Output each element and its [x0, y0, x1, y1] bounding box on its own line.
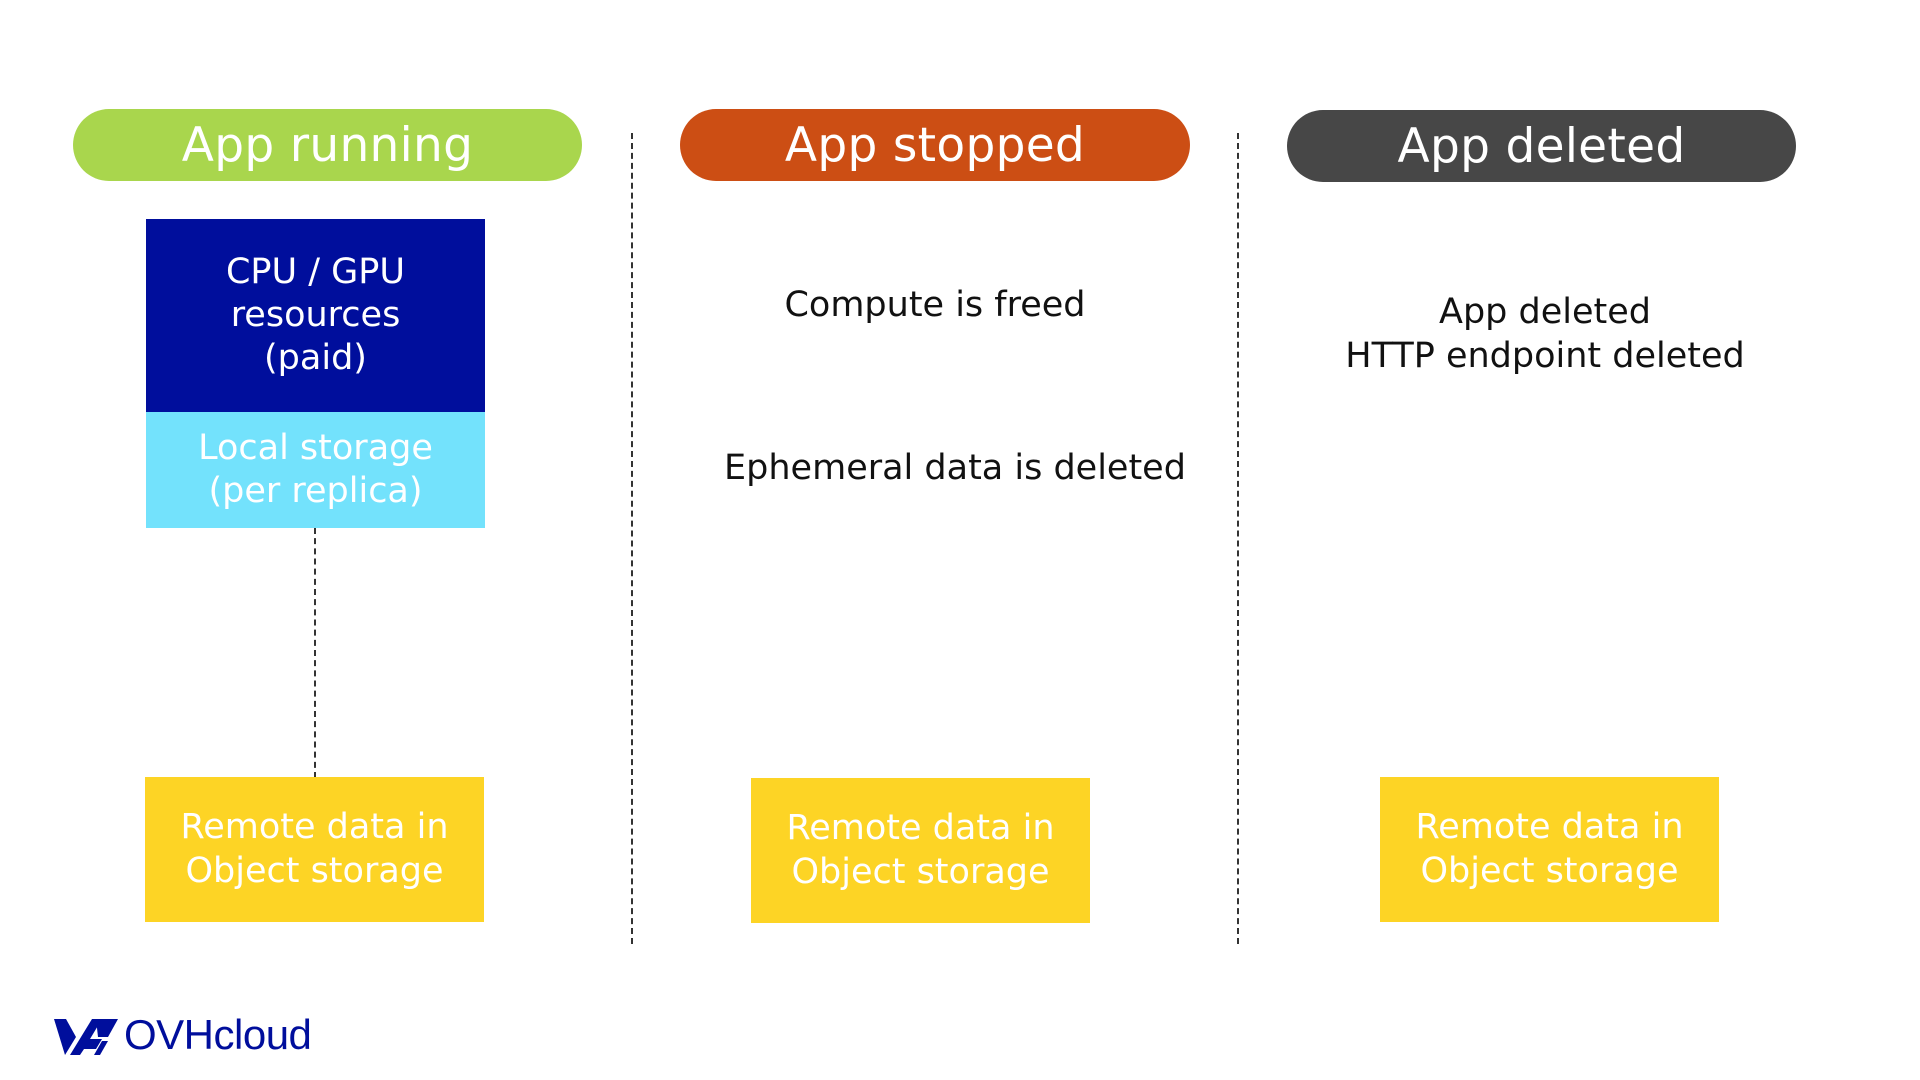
ovhcloud-logo: OVHcloud	[52, 1011, 312, 1058]
block-text-line: Remote data in	[1415, 807, 1684, 848]
remote-object-storage-block: Remote data in Object storage	[1380, 777, 1719, 922]
block-text-line: Remote data in	[786, 808, 1055, 849]
block-text-line: Object storage	[185, 850, 444, 891]
block-text-line: Object storage	[1420, 850, 1679, 891]
ephemeral-data-note: Ephemeral data is deleted	[700, 447, 1210, 491]
note-text-line: Ephemeral data is deleted	[724, 448, 1186, 488]
column-divider	[1237, 133, 1239, 944]
cpu-gpu-resources-block: CPU / GPU resources (paid)	[146, 219, 485, 412]
block-text-line: (paid)	[264, 338, 367, 379]
compute-freed-note: Compute is freed	[720, 284, 1150, 328]
ovhcloud-logo-text: OVHcloud	[124, 1011, 312, 1058]
app-deleted-header: App deleted	[1287, 110, 1796, 182]
block-text-line: (per replica)	[208, 471, 423, 511]
remote-object-storage-block: Remote data in Object storage	[145, 777, 484, 922]
ovhcloud-logo-icon	[54, 1019, 118, 1055]
block-text-line: resources	[230, 294, 401, 335]
remote-object-storage-block: Remote data in Object storage	[751, 778, 1090, 923]
block-text-line: CPU / GPU	[225, 251, 406, 292]
app-deleted-note: App deleted HTTP endpoint deleted	[1300, 291, 1790, 379]
app-stopped-header: App stopped	[680, 109, 1190, 181]
app-running-header: App running	[73, 109, 582, 181]
local-storage-block: Local storage (per replica)	[146, 412, 485, 528]
block-text-line: Local storage	[198, 427, 433, 468]
note-text-line: HTTP endpoint deleted	[1345, 335, 1745, 376]
note-text-line: App deleted	[1439, 292, 1651, 332]
block-text-line: Remote data in	[180, 807, 449, 848]
note-text-line: Compute is freed	[784, 285, 1086, 325]
block-text-line: Object storage	[791, 851, 1050, 892]
column-divider	[631, 133, 633, 944]
storage-connector-line	[314, 528, 316, 778]
